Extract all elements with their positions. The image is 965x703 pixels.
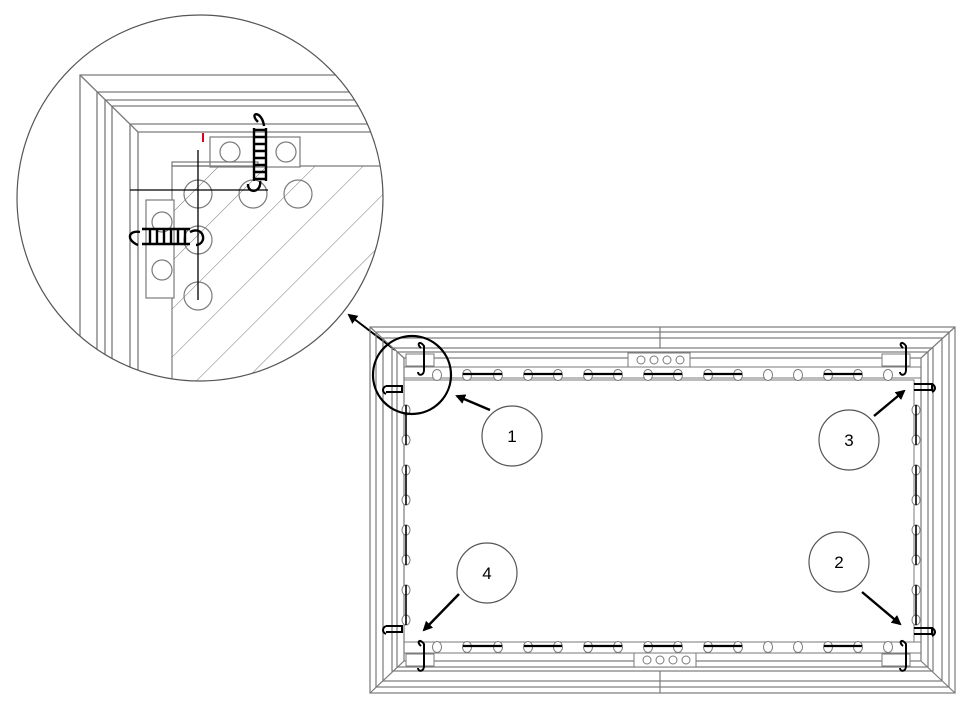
bottom-rail	[404, 641, 921, 668]
callout-3-label: 3	[844, 431, 853, 450]
detail-spring-horizontal	[128, 227, 205, 247]
callout-3-arrow	[873, 389, 906, 417]
right-rail	[911, 404, 921, 626]
spring-bottom-left	[382, 625, 435, 672]
callout-2-arrow	[861, 591, 902, 626]
corner-highlight-circle	[371, 334, 453, 416]
detail-crosshair	[130, 150, 268, 300]
spring-bottom-right	[881, 627, 936, 672]
top-rail	[404, 352, 921, 381]
callout-2: 2	[808, 531, 902, 626]
detail-bracket-left	[145, 199, 175, 299]
spring-top-right	[881, 341, 936, 393]
spring-top-left	[382, 341, 435, 395]
detail-frame-profile	[79, 74, 383, 381]
detail-spring-vertical	[246, 113, 268, 192]
callout-1-arrow	[455, 394, 491, 412]
top-center-bracket	[627, 352, 691, 368]
left-rail	[401, 404, 411, 626]
callout-4-label: 4	[482, 564, 491, 583]
main-frame	[369, 326, 956, 694]
detail-circle-outline	[16, 14, 384, 382]
callout-4: 4	[422, 542, 518, 632]
detail-zoom-view	[16, 14, 384, 382]
corner-springs	[382, 341, 936, 672]
bottom-center-bracket	[633, 652, 697, 668]
callout-1: 1	[455, 394, 543, 467]
callout-2-label: 2	[834, 553, 843, 572]
callout-3: 3	[818, 389, 906, 471]
callout-4-arrow	[422, 593, 460, 632]
callout-1-label: 1	[507, 427, 516, 446]
